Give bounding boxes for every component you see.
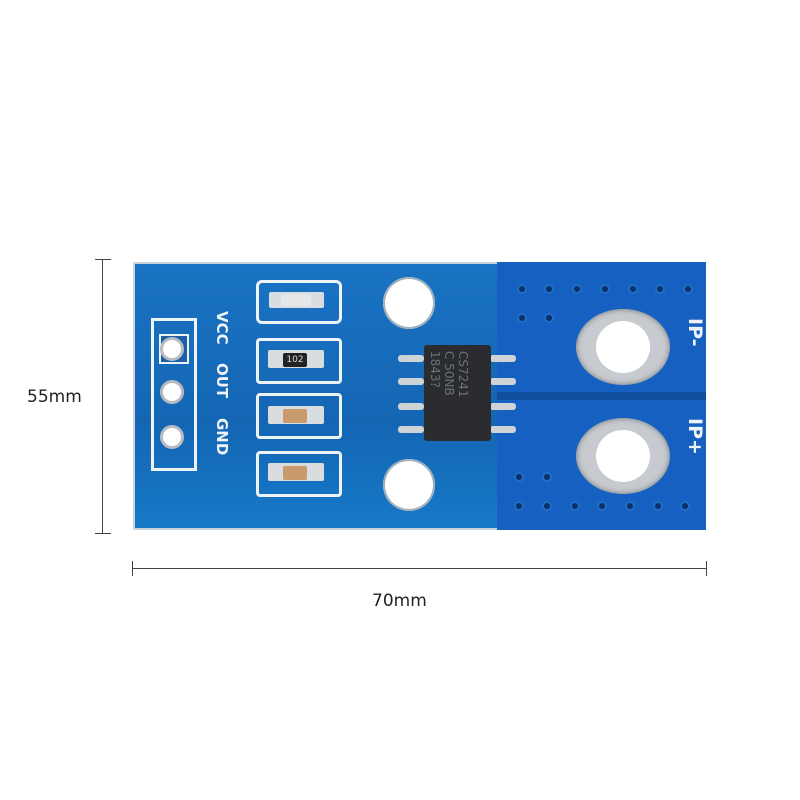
current-sensor-ic: CS7241 C 50NB 1843?	[424, 345, 491, 441]
via	[519, 286, 525, 292]
via	[574, 286, 580, 292]
label-ip-plus: IP+	[684, 418, 706, 455]
width-label: 70mm	[372, 591, 427, 611]
mounting-hole-top	[383, 277, 435, 329]
via	[546, 286, 552, 292]
capacitor-1-outline	[256, 393, 342, 439]
mounting-hole-bottom	[383, 459, 435, 511]
terminal-hole-ip-plus	[596, 430, 650, 482]
via	[516, 503, 522, 509]
capacitor-2-outline	[256, 451, 342, 497]
via	[682, 503, 688, 509]
ic-marking-line-3: 1843?	[428, 351, 442, 388]
isolation-slot	[497, 392, 706, 400]
via	[546, 315, 552, 321]
height-dimension-cap-top	[95, 259, 111, 260]
label-gnd: GND	[213, 418, 231, 456]
led-component	[281, 294, 311, 306]
via	[544, 503, 550, 509]
resistor-outline	[256, 338, 342, 384]
via	[572, 503, 578, 509]
via	[627, 503, 633, 509]
via	[685, 286, 691, 292]
ic-marking-line-1: CS7241	[456, 351, 470, 398]
via	[519, 315, 525, 321]
ic-lead-7	[490, 378, 516, 385]
width-dimension-cap-right	[706, 561, 707, 576]
via	[657, 286, 663, 292]
led-outline	[256, 280, 342, 324]
via	[516, 474, 522, 480]
ic-lead-8	[490, 355, 516, 362]
height-dimension-line	[102, 259, 103, 533]
via	[602, 286, 608, 292]
terminal-ring-ip-minus	[576, 309, 670, 385]
label-ip-minus: IP-	[684, 318, 706, 347]
ic-lead-6	[490, 403, 516, 410]
via	[655, 503, 661, 509]
pin-hole-gnd	[163, 428, 181, 446]
via	[599, 503, 605, 509]
terminal-hole-ip-minus	[596, 321, 650, 373]
via	[544, 474, 550, 480]
ic-lead-2	[398, 378, 424, 385]
ic-lead-5	[490, 426, 516, 433]
capacitor-1-component	[283, 409, 307, 423]
pin-hole-vcc	[163, 340, 181, 358]
pin-header-outline	[151, 318, 197, 471]
height-label: 55mm	[27, 387, 82, 407]
ic-marking-line-2: C 50NB	[442, 351, 456, 396]
pin-hole-out	[163, 383, 181, 401]
terminal-ring-ip-plus	[576, 418, 670, 494]
via	[630, 286, 636, 292]
capacitor-2-component	[283, 466, 307, 480]
ic-lead-1	[398, 355, 424, 362]
label-out: OUT	[213, 363, 231, 399]
resistor-component: 102	[283, 353, 307, 367]
width-dimension-line	[132, 568, 707, 569]
label-vcc: VCC	[213, 311, 231, 345]
height-dimension-cap-bottom	[95, 533, 111, 534]
ic-lead-3	[398, 403, 424, 410]
width-dimension-cap-left	[132, 561, 133, 576]
ic-lead-4	[398, 426, 424, 433]
